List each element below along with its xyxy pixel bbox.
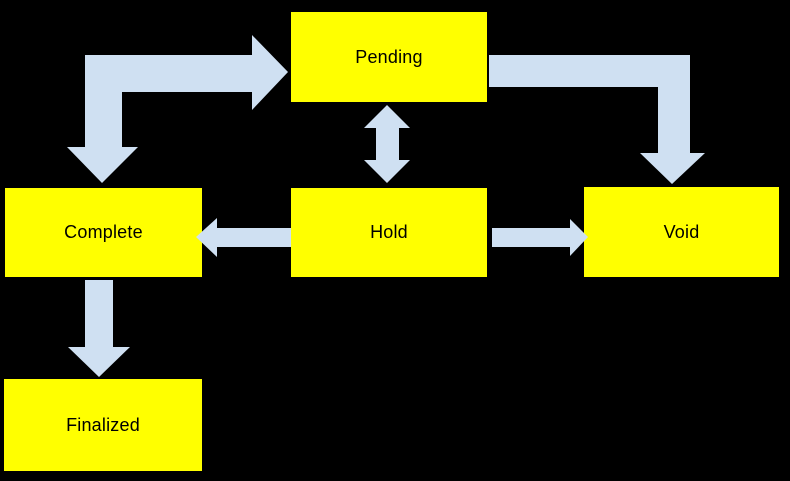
arrow-hold-to-complete: [196, 218, 291, 257]
node-complete: Complete: [4, 187, 203, 278]
node-pending-label: Pending: [355, 46, 423, 67]
node-finalized-label: Finalized: [66, 414, 140, 435]
arrow-complete-to-finalized: [68, 280, 130, 377]
node-void: Void: [583, 186, 780, 278]
node-pending: Pending: [290, 11, 488, 103]
node-hold-label: Hold: [370, 222, 408, 242]
arrow-pending-hold-bidirectional: [364, 105, 410, 183]
node-hold: Hold: [290, 187, 488, 278]
arrow-pending-to-void: [489, 55, 705, 184]
node-complete-label: Complete: [64, 222, 143, 242]
node-finalized: Finalized: [3, 378, 203, 472]
node-void-label: Void: [663, 221, 700, 242]
arrow-complete-pending-bidirectional: [67, 35, 288, 183]
arrow-hold-to-void: [492, 219, 588, 256]
